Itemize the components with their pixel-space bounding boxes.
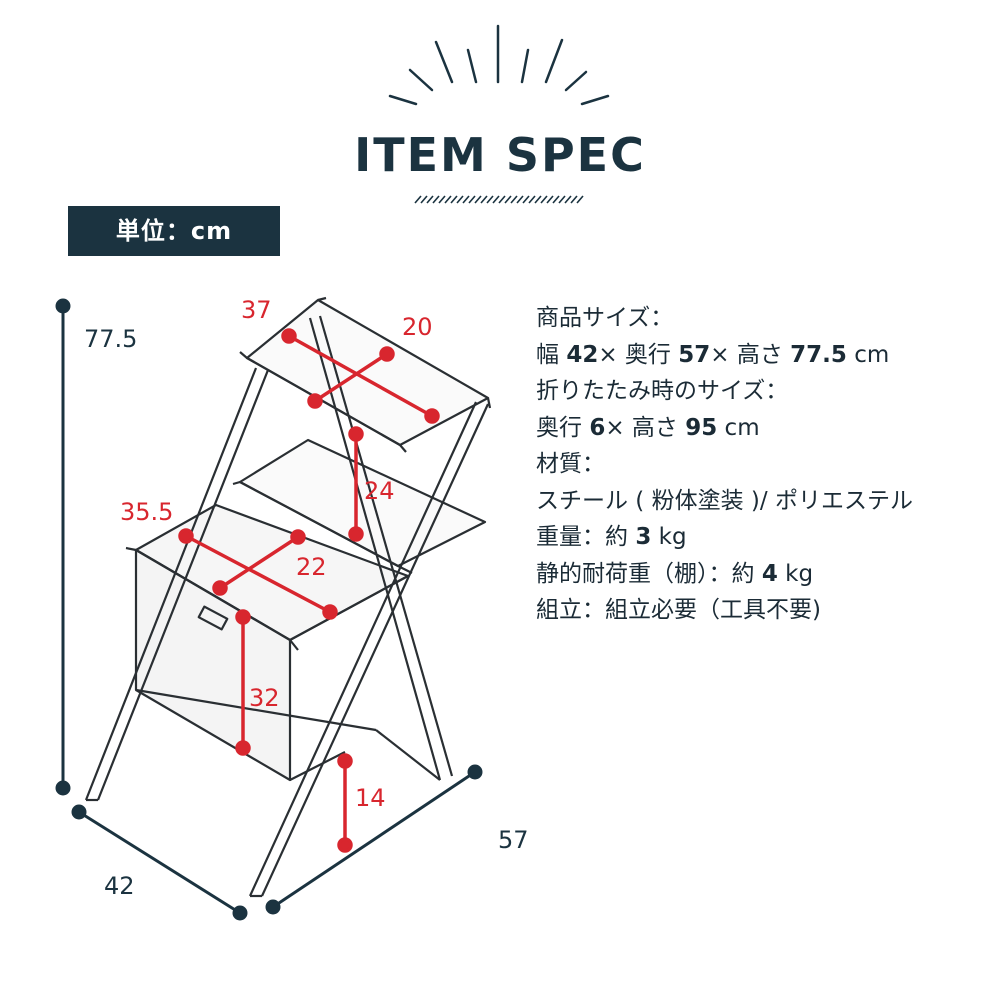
overall-dimension-lines [55,298,483,921]
spec-line: スチール ( 粉体塗装 )/ ポリエステル [536,487,913,514]
spec-text: 幅 [536,341,567,368]
spec-line: 幅 42× 奥行 57× 高さ 77.5 cm [536,337,913,374]
rack-frame [84,296,492,898]
basket-width-label: 35.5 [120,498,173,526]
spec-value: 95 [685,414,718,441]
spec-value: 57 [678,341,711,368]
spec-value: 77.5 [790,341,847,368]
spec-text: kg [651,524,687,550]
shelf-gap-label: 24 [364,477,395,505]
spec-line: 奥行 6× 高さ 95 cm [536,410,913,447]
spec-line: 重量：約 3 kg [536,519,913,556]
floor-clearance-label: 14 [355,784,386,812]
title-underline-hatch [414,195,584,204]
basket-height-label: 32 [249,684,280,712]
unit-badge: 単位：cm [68,206,280,256]
spec-line: 材質： [536,451,605,477]
spec-line: 静的耐荷重（棚）：約 4 kg [536,556,913,593]
spec-value: 42 [566,341,599,368]
spec-line: 折りたたみ時のサイズ： [536,378,789,404]
spec-text: 静的耐荷重（棚）：約 [536,560,762,587]
basket-depth-label: 22 [296,553,327,581]
detail-dimension-lines [178,328,440,853]
height-label: 77.5 [84,325,137,353]
spec-text: cm [846,341,890,368]
top-shelf-depth-label: 20 [402,313,433,341]
spec-text: 重量：約 [536,524,636,550]
spec-value: 3 [635,524,652,550]
spec-line: 組立：組立必要（工具不要) [536,597,821,623]
spec-text: cm [717,414,760,441]
depth-label: 57 [498,826,529,854]
spec-value: 4 [761,560,778,587]
spec-text: × 高さ [605,414,686,441]
spec-text: 奥行 [536,414,590,441]
spec-line: 商品サイズ： [536,305,674,331]
page-title: ITEM SPEC [354,128,646,182]
spec-text: kg [777,560,814,587]
sunburst-decoration [388,24,610,204]
spec-text: × 奥行 [598,341,679,368]
spec-text: × 高さ [710,341,791,368]
width-label: 42 [104,872,135,900]
top-shelf-width-label: 37 [241,296,272,324]
spec-value: 6 [589,414,606,441]
